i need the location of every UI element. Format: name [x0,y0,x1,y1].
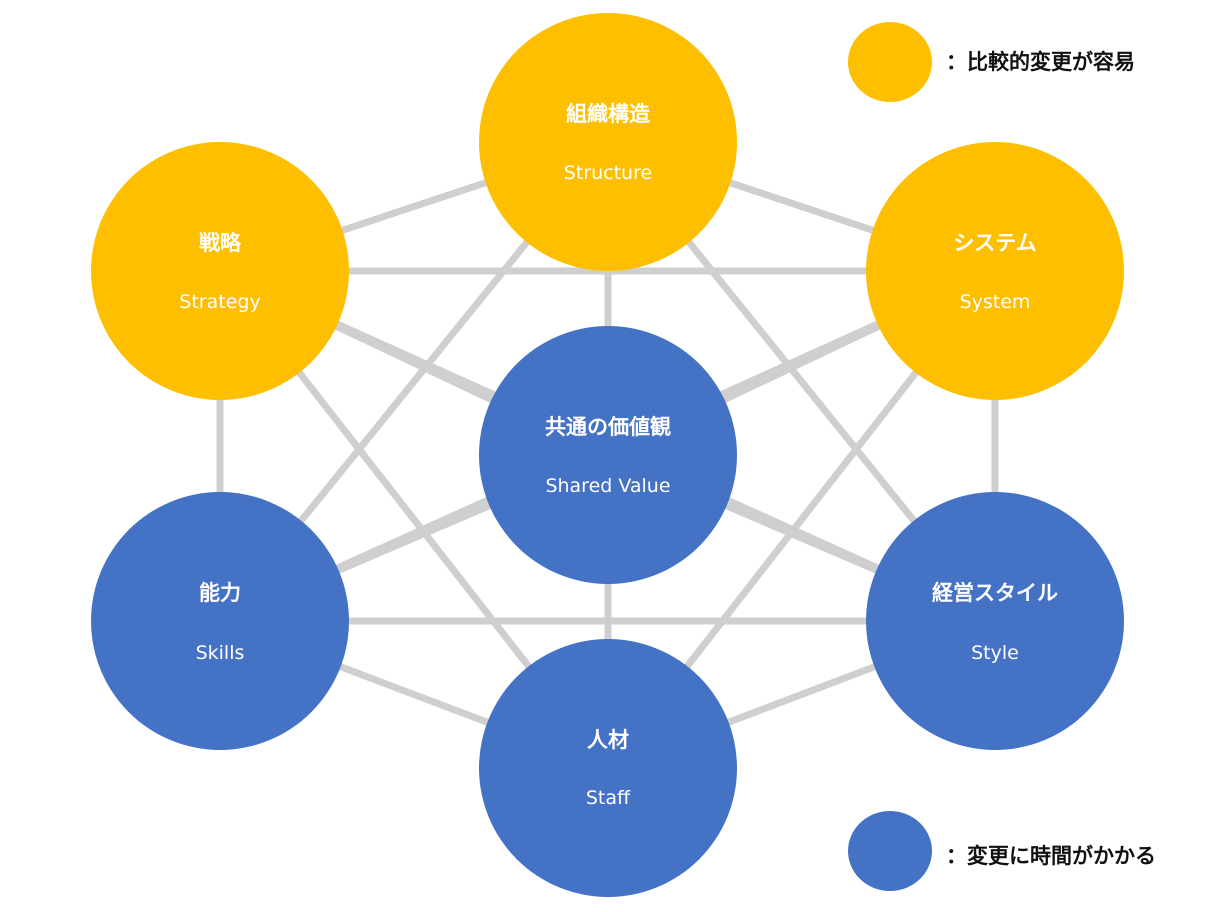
node-strategy-subtitle: Strategy [179,291,260,313]
node-staff-circle [479,639,737,897]
node-structure-title: 組織構造 [566,102,651,126]
node-staff-title: 人材 [587,728,629,752]
node-structure: 組織構造 Structure [479,13,737,271]
node-strategy-title: 戦略 [199,231,242,255]
node-style-subtitle: Style [971,642,1019,664]
node-shared-value-subtitle: Shared Value [545,475,670,497]
node-style-circle [866,492,1124,750]
node-system: システム System [866,142,1124,400]
legend: ：比較的変更が容易 ：変更に時間がかかる [848,22,1156,891]
node-staff: 人材 Staff [479,639,737,897]
node-system-title: システム [953,231,1036,255]
node-system-circle [866,142,1124,400]
legend-easy-label: ：比較的変更が容易 [946,50,1135,74]
node-skills-circle [91,492,349,750]
framework-nodes: 組織構造 Structure 戦略 Strategy システム System 共… [91,13,1124,897]
legend-slow-label: ：変更に時間がかかる [946,844,1156,868]
node-skills: 能力 Skills [91,492,349,750]
node-shared-value-title: 共通の価値観 [545,415,671,439]
node-system-subtitle: System [960,291,1031,313]
legend-easy: ：比較的変更が容易 [848,22,1135,102]
node-strategy: 戦略 Strategy [91,142,349,400]
node-style: 経営スタイル Style [866,492,1124,750]
node-strategy-circle [91,142,349,400]
node-skills-subtitle: Skills [196,642,245,664]
legend-easy-swatch [848,22,932,102]
node-structure-circle [479,13,737,271]
legend-slow: ：変更に時間がかかる [848,811,1156,891]
node-staff-subtitle: Staff [586,787,631,809]
node-style-title: 経営スタイル [932,581,1058,605]
node-structure-subtitle: Structure [564,162,652,184]
legend-slow-swatch [848,811,932,891]
node-shared-value-circle [479,326,737,584]
node-shared-value: 共通の価値観 Shared Value [479,326,737,584]
node-skills-title: 能力 [199,581,241,605]
